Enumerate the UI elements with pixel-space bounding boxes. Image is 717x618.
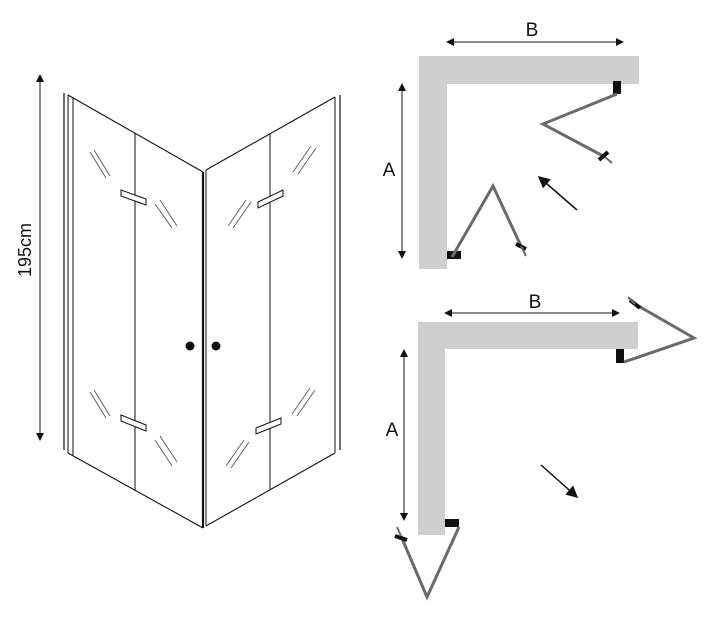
door-leaf — [539, 92, 618, 159]
width-label: B — [529, 292, 542, 313]
cabin-drawing: 195cm — [15, 74, 341, 529]
door-edge — [627, 296, 636, 305]
door-edge — [604, 156, 613, 164]
wall-side — [419, 56, 447, 269]
depth-label: A — [383, 160, 396, 181]
glass-reflection — [89, 149, 178, 467]
depth-label: A — [386, 420, 399, 441]
door-leaf — [450, 182, 523, 258]
door-leaf — [399, 526, 461, 601]
right-panel-top — [205, 96, 336, 171]
glass-reflection — [225, 145, 317, 469]
direction-arrow — [537, 176, 578, 211]
hinge-mount — [616, 349, 624, 363]
door-handle-mark — [394, 534, 408, 542]
direction-arrow — [540, 464, 579, 498]
plan-outward: B A — [386, 292, 698, 601]
hinge-mount — [613, 81, 621, 94]
door-edge — [396, 526, 402, 537]
door-leaf — [623, 302, 698, 364]
wall-back — [418, 322, 638, 349]
height-label: 195cm — [15, 223, 35, 277]
wall-side — [418, 322, 445, 535]
width-label: B — [526, 20, 539, 41]
door-knob-left — [185, 341, 195, 351]
hinge — [120, 414, 147, 432]
wall-back — [419, 56, 639, 84]
door-handle-mark — [597, 150, 610, 162]
hinge-mount — [445, 519, 459, 527]
plan-inward: B A — [383, 20, 639, 269]
door-edge — [520, 245, 527, 257]
hinge — [255, 417, 282, 435]
door-knob-right — [211, 341, 221, 351]
hinge — [257, 189, 284, 209]
hinge — [120, 189, 147, 206]
